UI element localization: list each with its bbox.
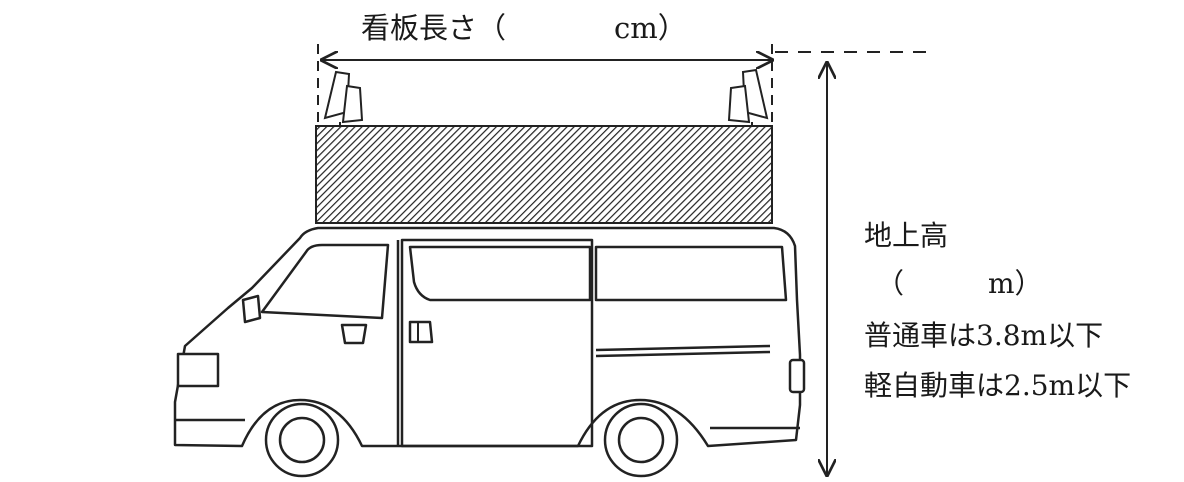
sign-length-dimension bbox=[317, 44, 772, 126]
tail-light bbox=[788, 358, 806, 394]
kei-car-height-limit: 軽自動車は2.5m以下 bbox=[864, 369, 1132, 402]
side-mirror bbox=[241, 294, 262, 324]
sliding-door bbox=[400, 238, 594, 448]
sliding-door-window bbox=[408, 245, 592, 302]
rear-wheel bbox=[603, 402, 679, 478]
sliding-door-handle bbox=[408, 320, 434, 344]
ground-height-label: 地上高 bbox=[864, 219, 949, 252]
front-wheel bbox=[264, 402, 340, 478]
left-loudspeaker bbox=[323, 70, 364, 128]
ground-height-unit: （ m） bbox=[876, 267, 1043, 300]
slide-rail bbox=[595, 344, 771, 352]
windshield bbox=[260, 243, 390, 320]
regular-car-height-limit: 普通車は3.8m以下 bbox=[864, 319, 1104, 352]
signboard bbox=[315, 125, 773, 224]
headlight bbox=[176, 352, 220, 388]
van bbox=[173, 226, 806, 448]
front-door-handle bbox=[340, 323, 368, 345]
right-loudspeaker bbox=[727, 68, 769, 128]
slide-rail-lower bbox=[595, 350, 771, 358]
sign-length-label: 看板長さ（ bbox=[361, 11, 507, 45]
sign-length-unit: cm） bbox=[614, 11, 687, 45]
ground-height-dimension bbox=[775, 51, 935, 475]
rear-window bbox=[594, 245, 788, 302]
